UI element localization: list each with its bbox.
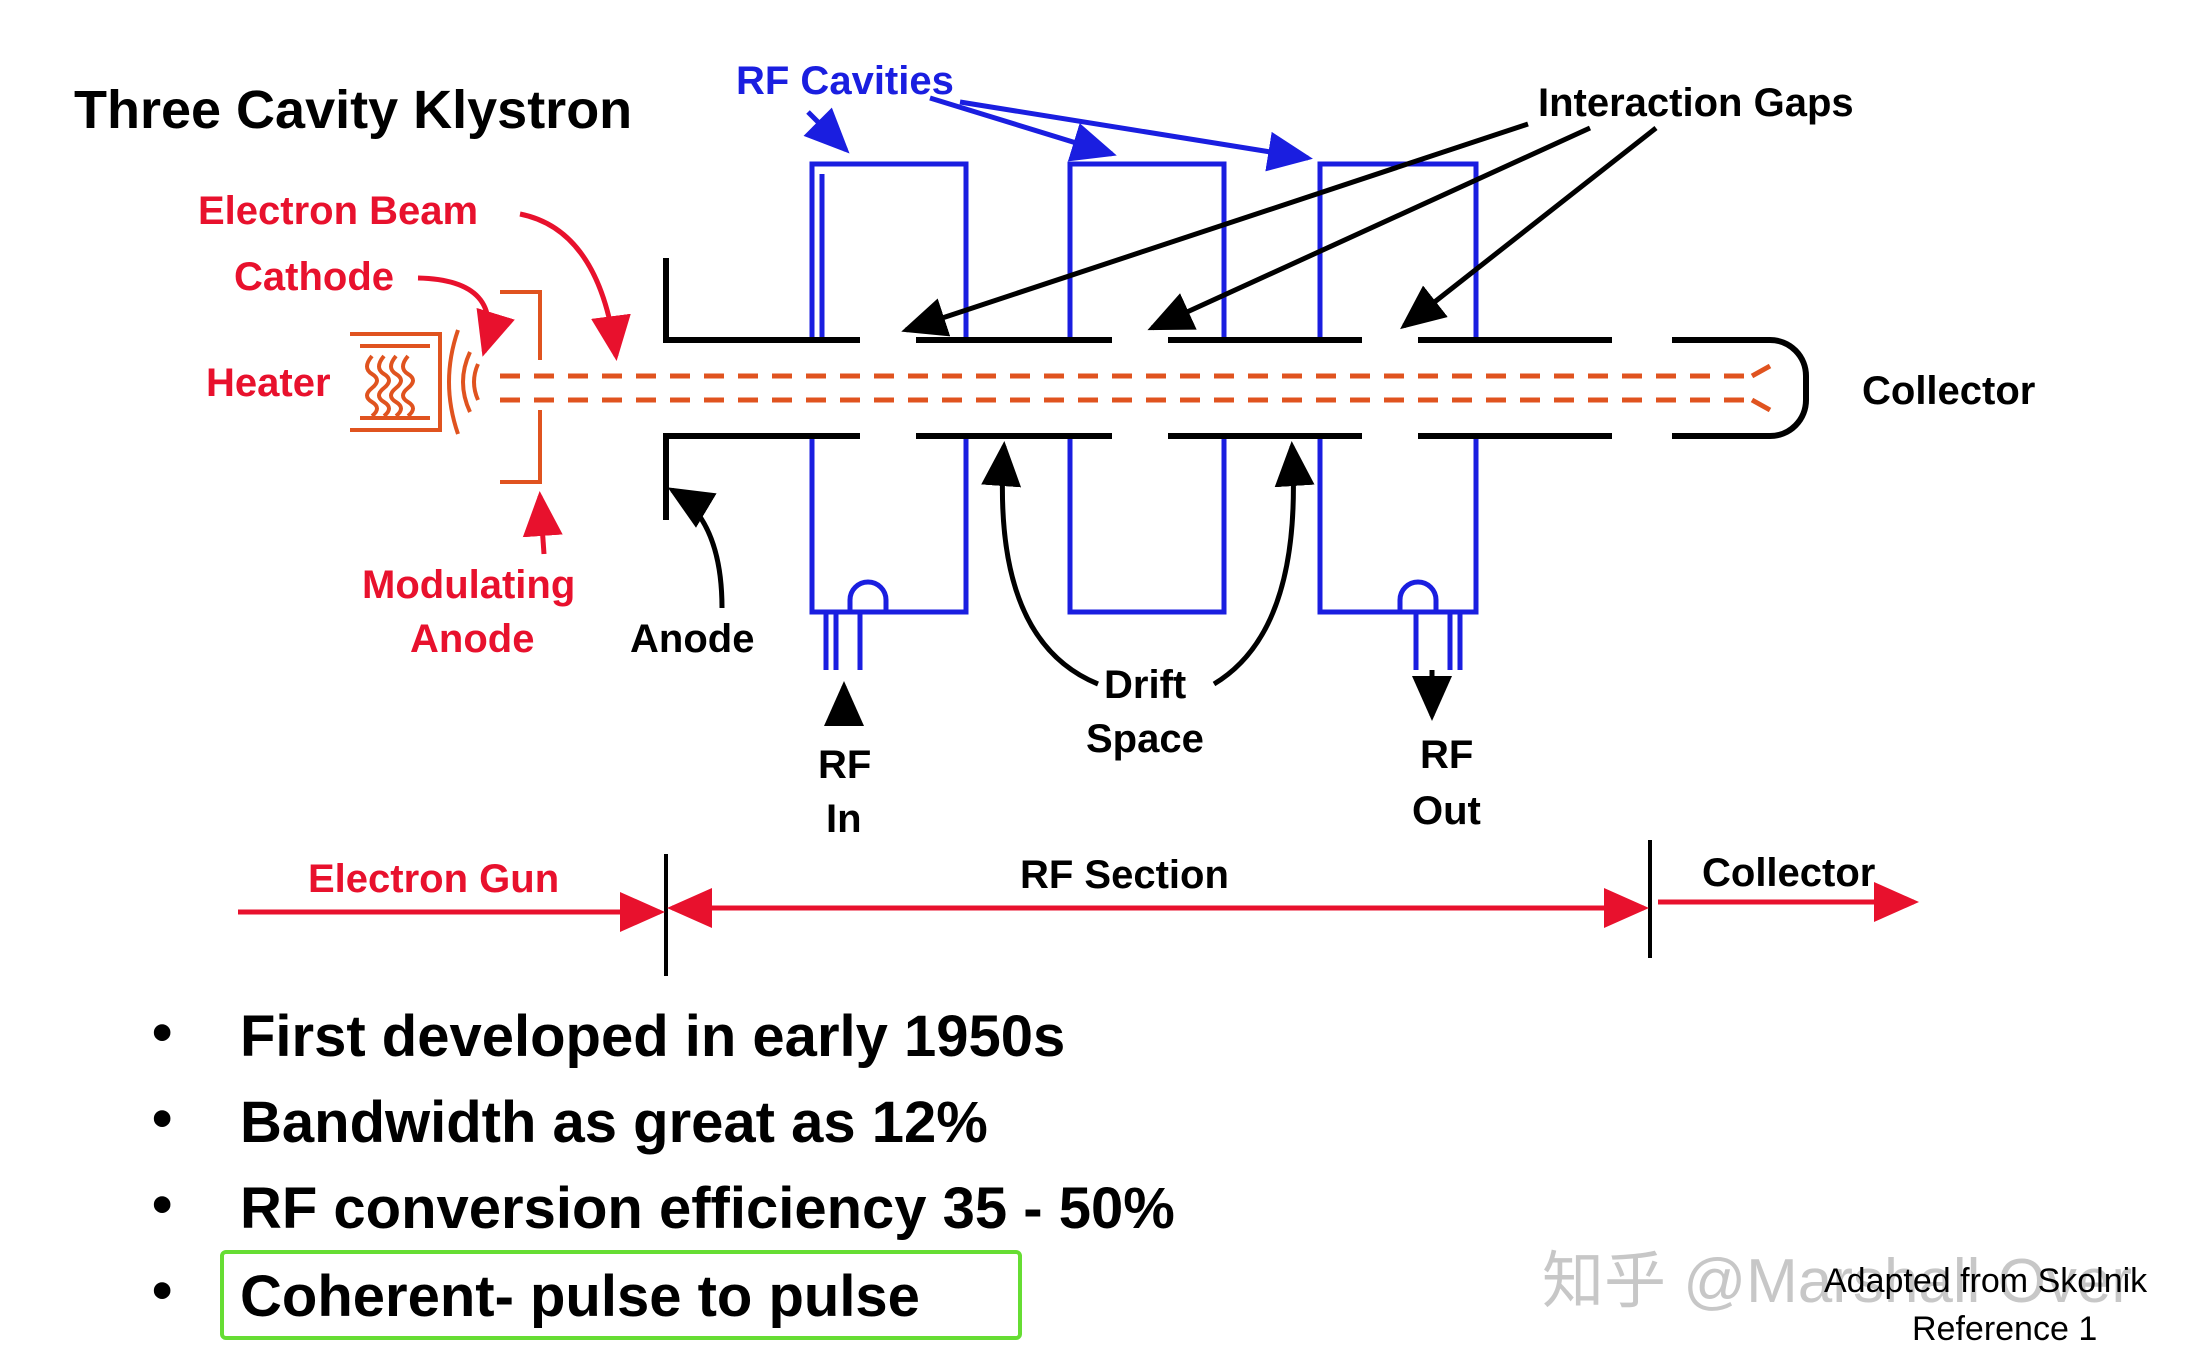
bullet-2: Bandwidth as great as 12% <box>240 1090 988 1155</box>
reference-line-1: Adapted from Skolnik <box>1824 1262 2148 1300</box>
rf-input-coupler <box>823 579 889 670</box>
reference-line-2: Reference 1 <box>1912 1310 2097 1348</box>
slide-title: Three Cavity Klystron <box>74 80 632 140</box>
bullet-3: RF conversion efficiency 35 - 50% <box>240 1176 1175 1241</box>
bullet-dot: • <box>152 1258 172 1323</box>
label-electron-beam: Electron Beam <box>198 189 478 233</box>
label-cathode: Cathode <box>234 255 394 299</box>
section-collector: Collector <box>1702 851 1875 895</box>
cathode-surface <box>447 329 460 435</box>
cavity-2-top <box>1067 161 1227 338</box>
electron-gun <box>350 290 542 484</box>
rf-output-coupler <box>1397 579 1463 670</box>
interaction-gap-arrows <box>901 121 1658 337</box>
cavity-2-bottom <box>1067 433 1227 615</box>
label-heater: Heater <box>206 361 331 405</box>
heater-box <box>350 332 442 432</box>
label-drift-2: Space <box>1086 717 1204 761</box>
cavity-3-bottom <box>1317 433 1479 615</box>
bullet-1: First developed in early 1950s <box>240 1004 1065 1069</box>
section-electron-gun: Electron Gun <box>308 857 559 901</box>
modulating-anode-bottom <box>500 410 542 484</box>
modulating-anode-top <box>500 290 542 360</box>
section-bar: Electron Gun RF Section Collector <box>238 840 1919 976</box>
heater-coil <box>365 354 379 418</box>
label-drift-1: Drift <box>1104 663 1186 707</box>
electron-beam <box>500 363 1772 413</box>
bullet-dot: • <box>152 1086 172 1151</box>
rf-cavity-arrows <box>803 95 1313 172</box>
label-rf-in-1: RF <box>818 743 871 787</box>
label-rf-out-2: Out <box>1412 789 1481 833</box>
label-rf-in-2: In <box>826 797 862 841</box>
section-rf-section: RF Section <box>1020 853 1229 897</box>
gun-arrows <box>417 211 631 555</box>
label-rf-out-1: RF <box>1420 733 1473 777</box>
label-rf-cavities: RF Cavities <box>736 59 954 103</box>
bullet-4: Coherent- pulse to pulse <box>240 1264 920 1329</box>
bullet-dot: • <box>152 1000 172 1065</box>
drift-tube <box>663 258 1809 520</box>
highlight-box <box>220 1250 1022 1340</box>
anode-top <box>663 258 860 343</box>
cavity-1-top <box>809 161 969 338</box>
bullet-list: • First developed in early 1950s • Bandw… <box>152 1000 1175 1340</box>
anode-drift-arrows <box>667 441 1452 726</box>
anode-bottom <box>663 433 860 520</box>
label-collector: Collector <box>1862 369 2035 413</box>
collector-body <box>1672 337 1809 439</box>
watermark: 知乎 @Marshall Over <box>1542 1247 2132 1316</box>
label-interaction-gaps: Interaction Gaps <box>1538 81 1854 125</box>
cavity-1-bottom <box>809 433 969 615</box>
label-modulating-anode-1: Modulating <box>362 563 575 607</box>
rf-cavities <box>809 161 1479 615</box>
bullet-dot: • <box>152 1172 172 1237</box>
label-anode: Anode <box>630 617 754 661</box>
label-modulating-anode-2: Anode <box>410 617 534 661</box>
